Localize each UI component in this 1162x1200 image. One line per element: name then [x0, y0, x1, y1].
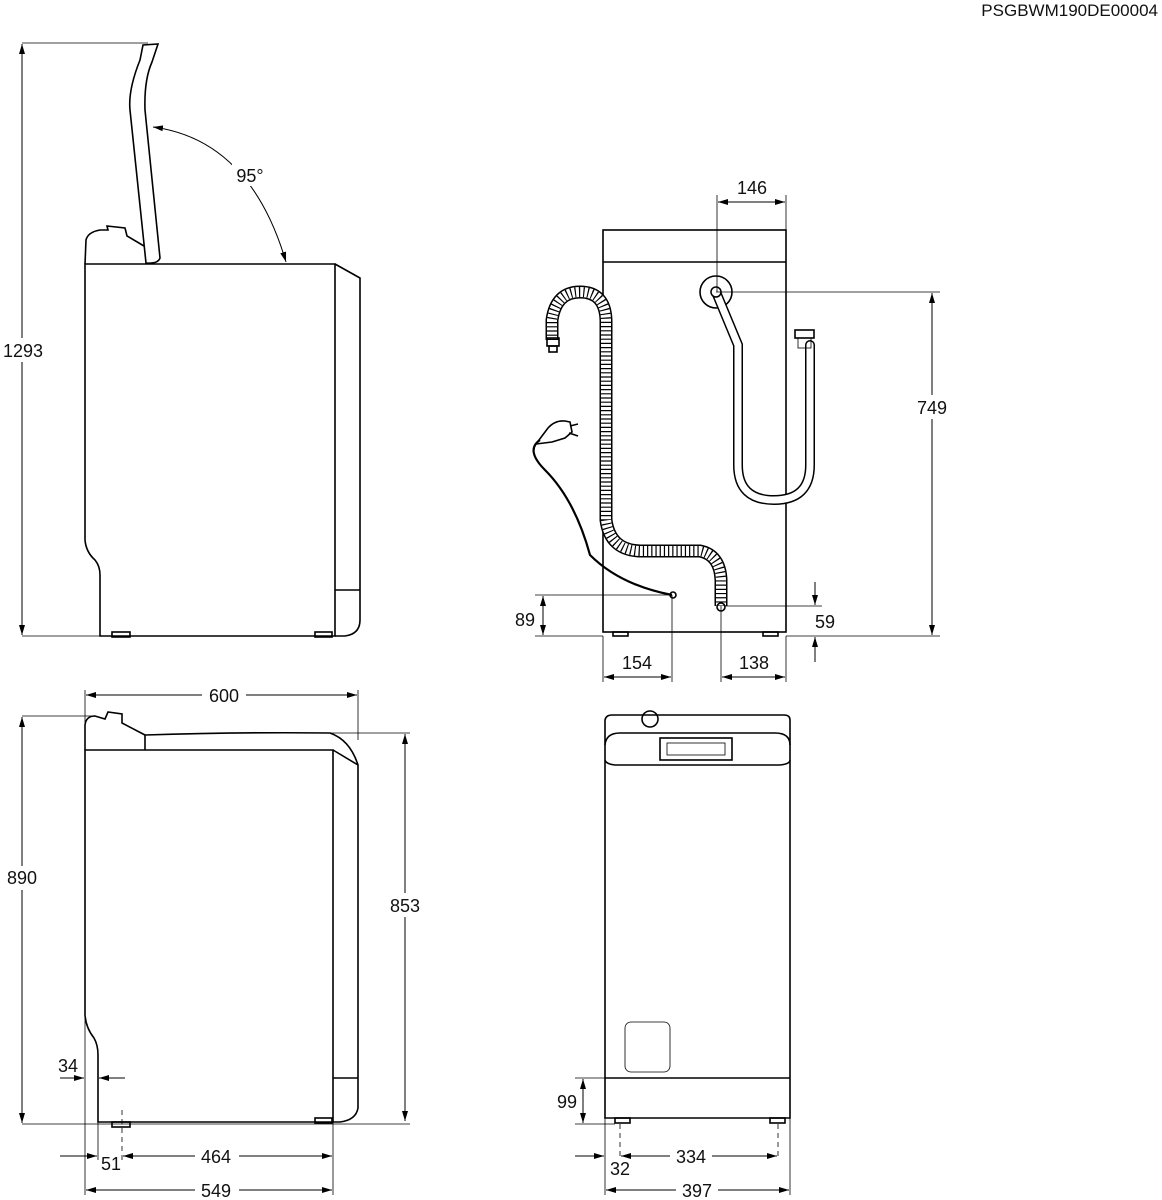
body-outline	[604, 714, 791, 1119]
foot	[111, 1121, 131, 1128]
notch-depth-label: 34	[58, 1056, 78, 1076]
height-lid-open-label: 1293	[3, 341, 43, 361]
body-outline	[84, 749, 334, 1123]
power-cord-height-label: 89	[515, 610, 535, 630]
front-foot-offset-label: 51	[101, 1154, 121, 1174]
inlet-height-label: 749	[917, 398, 947, 418]
drain-offset-label: 138	[739, 653, 769, 673]
display	[659, 737, 733, 761]
front-foot-spacing-label: 334	[676, 1147, 706, 1167]
power-plug-icon	[534, 420, 573, 446]
depth-overall-label: 600	[209, 686, 239, 706]
lid-open	[128, 43, 161, 264]
drawing-code: PSGBWM190DE00004	[981, 1, 1158, 20]
rear-panel	[334, 263, 361, 637]
body-outline	[602, 229, 787, 633]
drain-height-label: 59	[815, 612, 835, 632]
foot	[314, 631, 333, 638]
program-knob	[641, 710, 659, 728]
foot	[769, 1117, 786, 1124]
foot	[314, 1117, 333, 1124]
control-panel	[84, 711, 146, 750]
rear-view: 146 749 89 59 154 138	[515, 178, 952, 682]
foot	[612, 631, 629, 637]
depth-body-label: 549	[201, 1181, 231, 1200]
body-outline	[84, 263, 336, 637]
foot	[614, 1117, 631, 1124]
height-top-label: 853	[390, 896, 420, 916]
top-panel	[144, 731, 359, 1123]
side-view: 600 890 853 34 51 464 549	[0, 684, 428, 1200]
power-cord	[532, 439, 673, 597]
power-cord-offset-label: 154	[622, 653, 652, 673]
side-view-lid-open: 95° 1293	[0, 42, 361, 638]
control-panel	[84, 225, 145, 265]
lid-angle-label: 95°	[236, 166, 263, 186]
drain-hose	[545, 285, 728, 606]
foot	[111, 631, 131, 638]
front-foot-offset-label: 32	[610, 1159, 630, 1179]
front-view: 99 334 32 397	[557, 710, 791, 1200]
height-overall-label: 890	[7, 868, 37, 888]
service-hatch	[624, 1021, 671, 1073]
width-label: 397	[682, 1181, 712, 1200]
inlet-offset-label: 146	[737, 178, 767, 198]
foot	[762, 631, 779, 637]
plinth-height-label: 99	[557, 1092, 577, 1112]
hose-fitting	[794, 329, 815, 339]
foot-spacing-label: 464	[201, 1147, 231, 1167]
